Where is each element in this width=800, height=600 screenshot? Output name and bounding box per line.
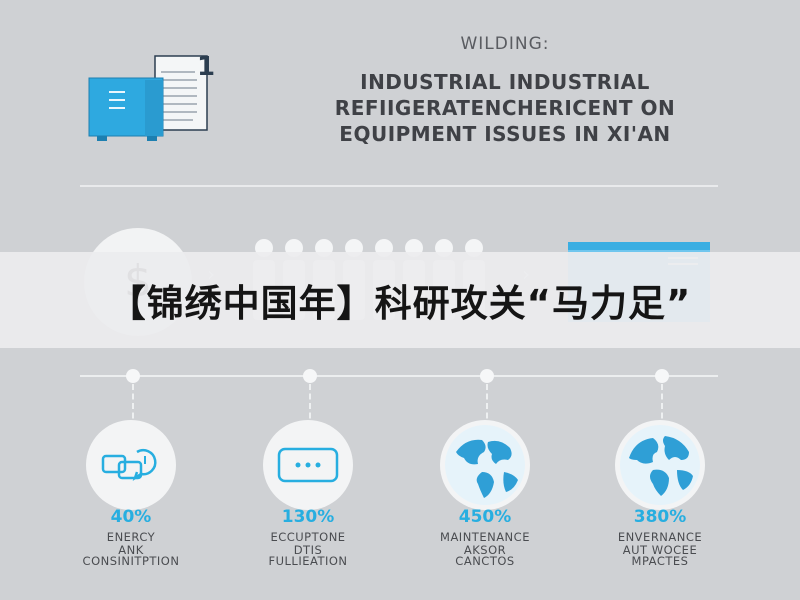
timeline-connector <box>309 384 311 428</box>
timeline-node <box>655 369 669 383</box>
metric-value: 450% <box>458 507 512 527</box>
chat-bubbles-icon <box>86 420 176 510</box>
globe-icon <box>440 420 530 510</box>
globe-icon <box>615 420 705 510</box>
banner-headline: 【锦绣中国年】科研攻关“马力足” <box>108 282 692 325</box>
metric-label: ENVERNANCE <box>617 530 703 544</box>
timeline-connector <box>661 384 663 428</box>
equipment-icon: 1 <box>85 50 215 145</box>
metric-label: FULLIEATION <box>268 554 348 568</box>
metric-label: AUT WOCEE <box>622 543 698 557</box>
metric-label: CANCTOS <box>455 554 515 568</box>
metric-value: 380% <box>633 507 687 527</box>
header-kicker: WILDING: <box>460 34 550 54</box>
title-line-2: REFIIGERATENCHERICENT ON <box>334 96 676 120</box>
timeline-node <box>480 369 494 383</box>
metric-label: DTIS <box>293 543 323 557</box>
card-reader-icon <box>263 420 353 510</box>
metric-label: ANK <box>118 543 144 557</box>
timeline-node <box>303 369 317 383</box>
title-banner: 【锦绣中国年】科研攻关“马力足” <box>0 252 800 348</box>
timeline-connector <box>486 384 488 428</box>
metric-label: AKSOR <box>463 543 507 557</box>
title-line-1: INDUSTRIAL INDUSTRIAL <box>360 70 650 94</box>
metric-value: 40% <box>110 507 152 527</box>
metric-label: MPACTES <box>631 554 689 568</box>
title-line-3: EQUIPMENT ISSUES IN XI'AN <box>339 122 671 146</box>
metric-label: MAINTENANCE <box>440 530 530 544</box>
metric-label: CONSINITPTION <box>82 554 180 568</box>
document-number: 1 <box>197 52 216 82</box>
timeline-node <box>126 369 140 383</box>
metric-label: ECCUPTONE <box>270 530 346 544</box>
timeline-connector <box>132 384 134 428</box>
metric-value: 130% <box>281 507 335 527</box>
header-divider <box>80 185 718 187</box>
timeline-line <box>80 375 718 377</box>
metric-label: ENERCY <box>106 530 156 544</box>
